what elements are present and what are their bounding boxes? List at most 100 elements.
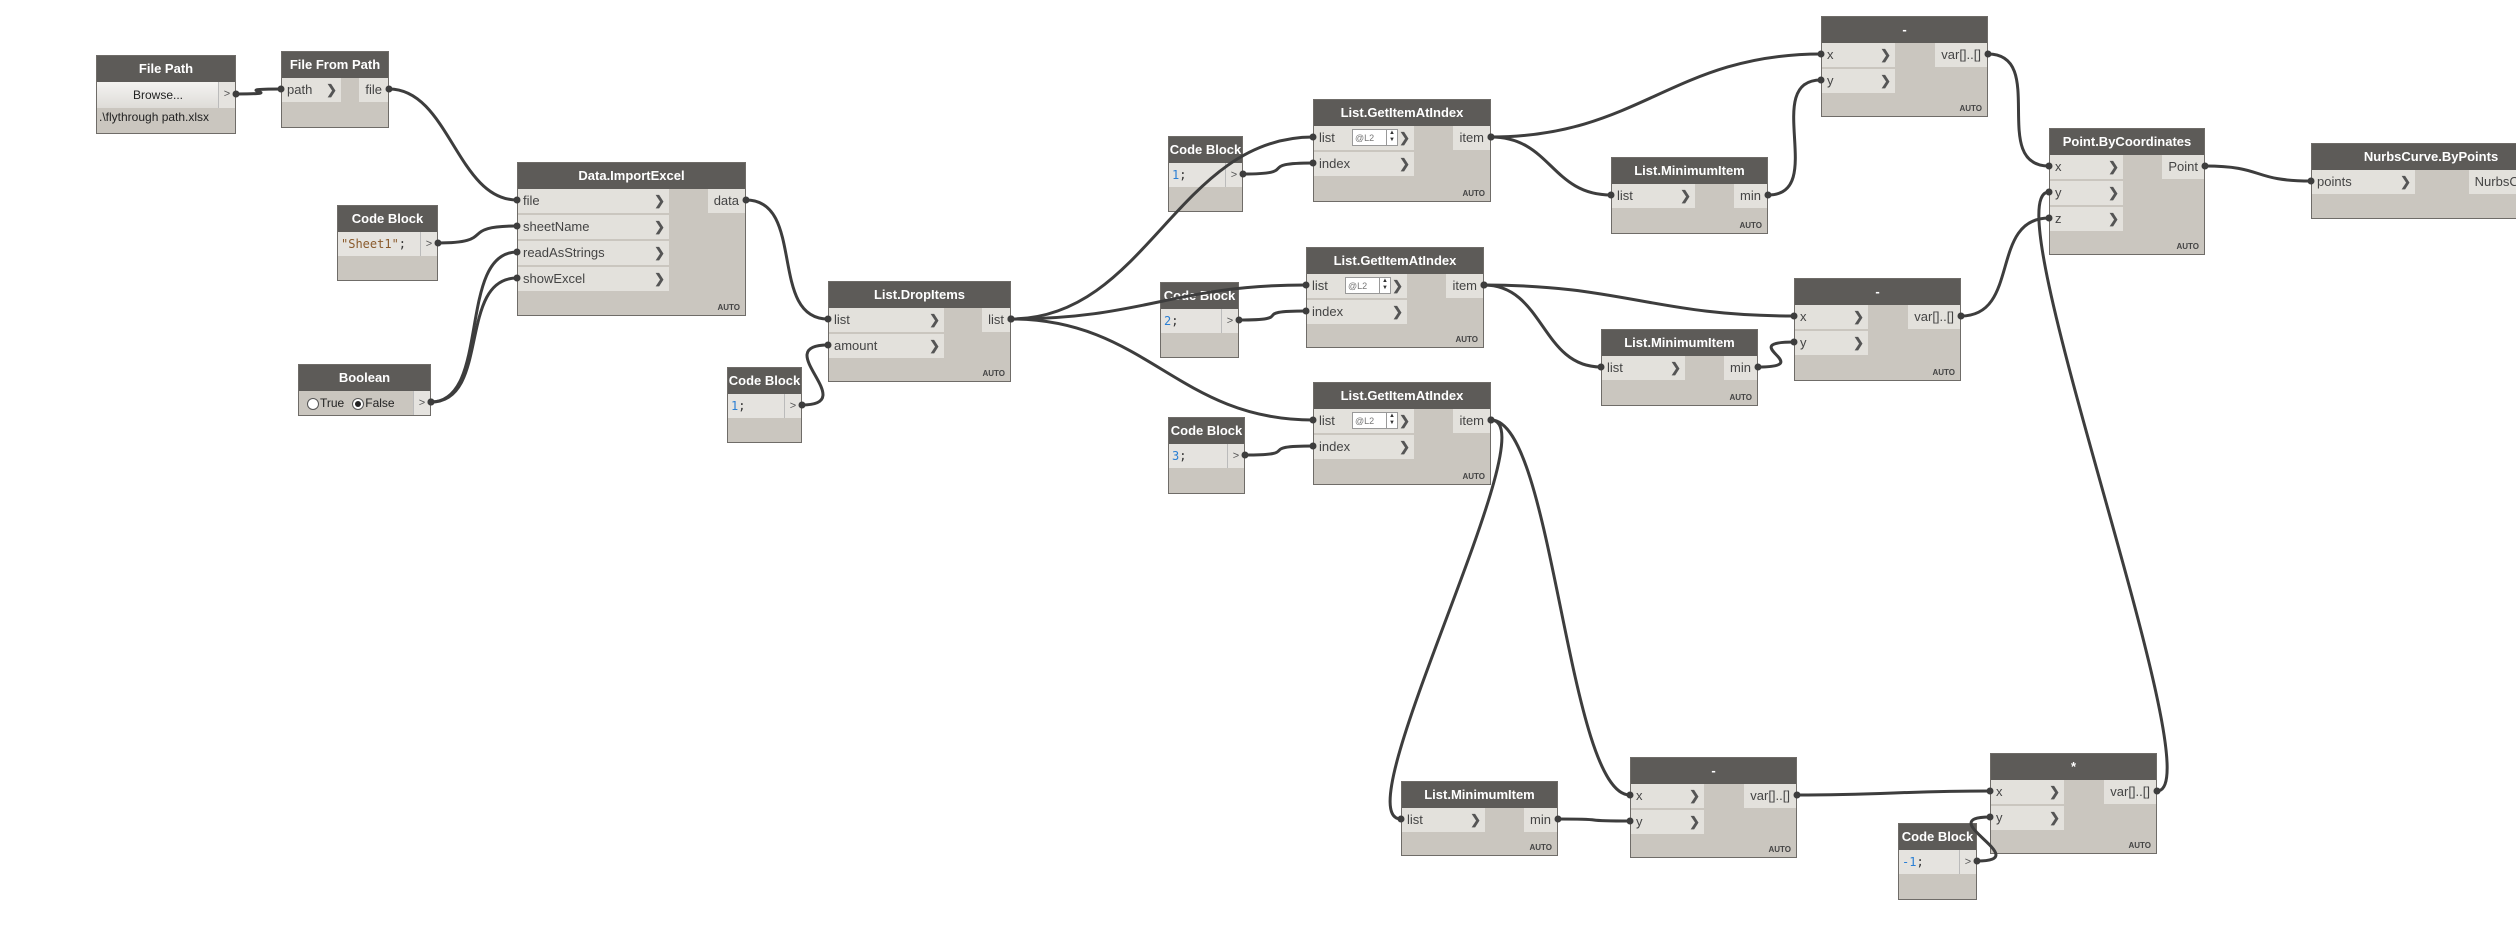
code-editor[interactable]: -1;: [1899, 850, 1960, 874]
output-port-item[interactable]: item: [1446, 274, 1483, 298]
wire-cb_amount-to-drop[interactable]: [801, 343, 829, 407]
input-port-sheetname[interactable]: sheetName❯: [518, 215, 669, 239]
output-port-point[interactable]: Point: [2162, 155, 2204, 179]
wire-mul-to-point[interactable]: [2037, 190, 2169, 793]
lacing-label[interactable]: AUTO: [1462, 189, 1485, 198]
node-op[interactable]: -x❯y❯var[]..[]AUTO: [1821, 16, 1988, 117]
output-port[interactable]: >: [1225, 163, 1242, 187]
output-port[interactable]: >: [1221, 309, 1238, 333]
input-port-y[interactable]: y❯: [1631, 810, 1704, 834]
radio-true[interactable]: True: [307, 396, 344, 410]
lacing-label[interactable]: AUTO: [1729, 393, 1752, 402]
output-port[interactable]: >: [420, 232, 437, 256]
input-port-x[interactable]: x❯: [1822, 43, 1895, 67]
list-level-selector[interactable]: @L2▲▼: [1352, 412, 1398, 429]
list-level-selector[interactable]: @L2▲▼: [1352, 129, 1398, 146]
wire-gia_a-to-min_a[interactable]: [1490, 135, 1612, 197]
wire-sub_b-to-point[interactable]: [1960, 216, 2050, 318]
output-port[interactable]: >: [218, 82, 235, 108]
output-port-var[interactable]: var[]..[]: [1908, 305, 1960, 329]
input-port-points[interactable]: points❯: [2312, 170, 2415, 194]
wire-gia_a-to-sub_a[interactable]: [1490, 52, 1822, 139]
input-port-index[interactable]: index❯: [1314, 152, 1414, 176]
lacing-label[interactable]: AUTO: [1529, 843, 1552, 852]
wire-cb2-to-gia_b[interactable]: [1238, 309, 1307, 322]
spinner-arrows-icon[interactable]: ▲▼: [1386, 130, 1397, 145]
output-port-nurbscurve[interactable]: NurbsCurve: [2468, 170, 2516, 194]
wire-gia_b-to-sub_b[interactable]: [1483, 283, 1795, 318]
input-port-list[interactable]: list❯: [829, 308, 944, 332]
wire-cb_sheet-to-import[interactable]: [437, 224, 518, 245]
code-editor[interactable]: 1;: [728, 394, 785, 418]
input-port-x[interactable]: x❯: [1631, 784, 1704, 808]
node-op[interactable]: -x❯y❯var[]..[]AUTO: [1794, 278, 1961, 381]
input-port-list[interactable]: list@L2▲▼❯: [1314, 409, 1414, 433]
input-port-y[interactable]: y❯: [1795, 331, 1868, 355]
lacing-label[interactable]: AUTO: [1932, 368, 1955, 377]
code-editor[interactable]: 1;: [1169, 163, 1226, 187]
lacing-label[interactable]: AUTO: [1959, 104, 1982, 113]
wire-point-to-nurbs[interactable]: [2204, 164, 2312, 183]
wire-filepath-to-ffp[interactable]: [235, 87, 282, 96]
input-port-z[interactable]: z❯: [2050, 207, 2123, 231]
output-port-var[interactable]: var[]..[]: [1935, 43, 1987, 67]
spinner-arrows-icon[interactable]: ▲▼: [1379, 278, 1390, 293]
output-port-data[interactable]: data: [707, 189, 745, 213]
wire-min_c-to-sub_c[interactable]: [1557, 817, 1631, 823]
input-port-file[interactable]: file❯: [518, 189, 669, 213]
output-port-file[interactable]: file: [359, 78, 388, 102]
wire-min_a-to-sub_a[interactable]: [1767, 78, 1822, 197]
radio-unchecked-icon[interactable]: [307, 397, 319, 410]
browse-button[interactable]: Browse...: [97, 82, 219, 108]
input-port-readasstrings[interactable]: readAsStrings❯: [518, 241, 669, 265]
wire-cb1-to-gia_a[interactable]: [1242, 161, 1314, 176]
wire-bool-to-import[interactable]: [430, 276, 518, 404]
input-port-path[interactable]: path❯: [282, 78, 341, 102]
input-port-y[interactable]: y❯: [1991, 806, 2064, 830]
lacing-label[interactable]: AUTO: [717, 303, 740, 312]
input-port-x[interactable]: x❯: [1795, 305, 1868, 329]
lacing-label[interactable]: AUTO: [2176, 242, 2199, 251]
lacing-label[interactable]: AUTO: [1462, 472, 1485, 481]
input-port-list[interactable]: list@L2▲▼❯: [1314, 126, 1414, 150]
radio-checked-icon[interactable]: [352, 397, 365, 410]
code-editor[interactable]: "Sheet1";: [338, 232, 421, 256]
output-port-list[interactable]: list: [982, 308, 1010, 332]
code-editor[interactable]: 3;: [1169, 444, 1228, 468]
output-port-var[interactable]: var[]..[]: [1744, 784, 1796, 808]
input-port-list[interactable]: list@L2▲▼❯: [1307, 274, 1407, 298]
wire-gia_b-to-min_b[interactable]: [1483, 283, 1602, 369]
list-level-selector[interactable]: @L2▲▼: [1345, 277, 1391, 294]
output-port-item[interactable]: item: [1453, 126, 1490, 150]
node-op[interactable]: *x❯y❯var[]..[]AUTO: [1990, 753, 2157, 854]
wire-sub_a-to-point[interactable]: [1987, 52, 2050, 168]
wire-import-to-drop[interactable]: [745, 198, 829, 321]
radio-false[interactable]: False: [352, 396, 395, 410]
input-port-list[interactable]: list❯: [1612, 184, 1695, 208]
node-code-block[interactable]: Code Block-1;>: [1898, 823, 1977, 900]
input-port-showexcel[interactable]: showExcel❯: [518, 267, 669, 291]
output-port-min[interactable]: min: [1734, 184, 1767, 208]
wire-cb3-to-gia_c[interactable]: [1244, 444, 1314, 457]
input-port-x[interactable]: x❯: [1991, 780, 2064, 804]
wire-sub_c-to-mul[interactable]: [1796, 789, 1991, 797]
output-port[interactable]: >: [784, 394, 801, 418]
input-port-list[interactable]: list❯: [1602, 356, 1685, 380]
input-port-y[interactable]: y❯: [2050, 181, 2123, 205]
code-editor[interactable]: 2;: [1161, 309, 1222, 333]
wire-gia_c-to-sub_c[interactable]: [1490, 418, 1631, 797]
